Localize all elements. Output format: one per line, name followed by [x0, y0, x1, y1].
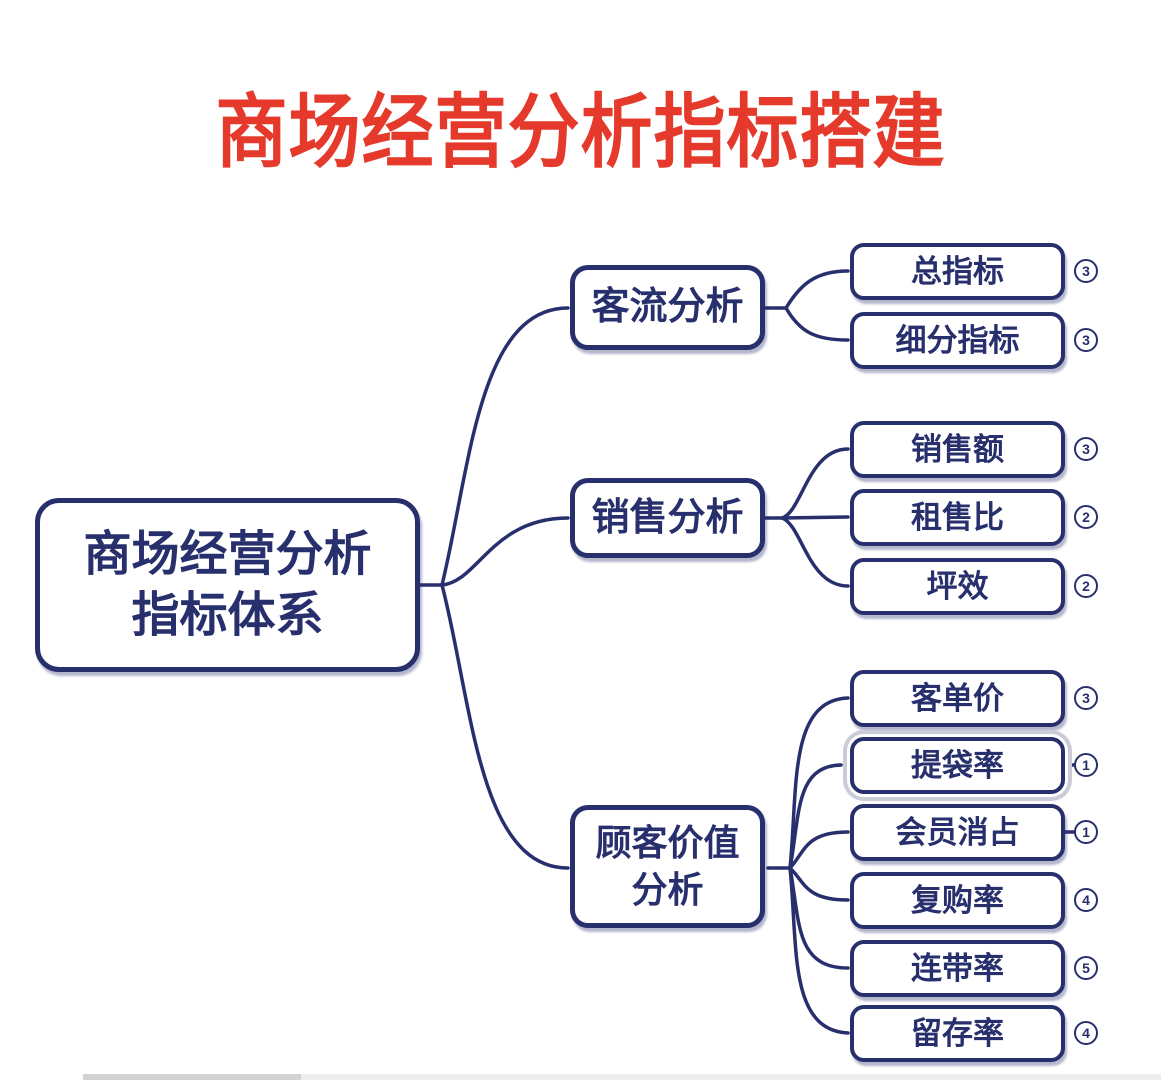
node-sales-analysis[interactable]: 销售分析 [570, 478, 765, 558]
node-overall-indicators[interactable]: 总指标 [850, 243, 1065, 300]
node-label-line: 顾客价值 [595, 822, 740, 864]
node-customer-value-analysis[interactable]: 顾客价值 分析 [570, 805, 765, 928]
connector-sales-floor [780, 516, 850, 588]
connector-traffic-detailed [784, 306, 850, 342]
badge-detailed-indicators-count[interactable]: 3 [1074, 328, 1098, 352]
connector-customer-member [788, 830, 850, 870]
connector-traffic-overall [784, 269, 850, 310]
badge-rent-sales-ratio-count[interactable]: 2 [1074, 505, 1098, 529]
node-label: 细分指标 [895, 322, 1020, 358]
page-title: 商场经营分析指标搭建 [215, 88, 946, 178]
node-label-line: 商场经营分析 [83, 527, 372, 581]
node-sales-amount[interactable]: 销售额 [850, 421, 1065, 478]
node-label: 留存率 [911, 1015, 1004, 1051]
badge-member-consumption-share-count[interactable]: 1 [1074, 820, 1098, 844]
node-label: 坪效 [926, 568, 989, 604]
connector-sales-rent [780, 515, 850, 520]
node-label: 销售分析 [591, 496, 744, 539]
node-root[interactable]: 商场经营分析 指标体系 [35, 498, 420, 672]
badge-sales-amount-count[interactable]: 3 [1074, 437, 1098, 461]
node-label: 销售额 [911, 431, 1004, 467]
node-label-line: 指标体系 [131, 589, 324, 642]
badge-overall-indicators-count[interactable]: 3 [1074, 259, 1098, 283]
node-label: 复购率 [911, 882, 1004, 918]
badge-attach-rate-count[interactable]: 5 [1074, 956, 1098, 980]
node-label: 总指标 [911, 253, 1004, 289]
connector-root-sales [440, 516, 570, 587]
node-retention-rate[interactable]: 留存率 [850, 1005, 1065, 1062]
connector-customer-repurchase [788, 866, 850, 902]
badge-floor-efficiency-count[interactable]: 2 [1074, 574, 1098, 598]
connector-root-traffic [440, 306, 570, 587]
badge-bag-rate-count[interactable]: 1 [1074, 753, 1098, 777]
node-rent-sales-ratio[interactable]: 租售比 [850, 489, 1065, 546]
node-label: 客流分析 [591, 286, 744, 329]
node-avg-transaction-value[interactable]: 客单价 [850, 670, 1065, 727]
connector-customer-bag [788, 763, 843, 870]
node-repurchase-rate[interactable]: 复购率 [850, 872, 1065, 929]
node-label: 客单价 [911, 680, 1004, 716]
video-progress-fill [83, 1074, 301, 1080]
node-label: 会员消占 [895, 814, 1020, 850]
connector-root-customer [440, 583, 570, 870]
node-detailed-indicators[interactable]: 细分指标 [850, 312, 1065, 369]
badge-avg-transaction-value-count[interactable]: 3 [1074, 686, 1098, 710]
node-floor-efficiency[interactable]: 坪效 [850, 558, 1065, 615]
video-progress-track[interactable] [83, 1074, 1161, 1080]
badge-retention-rate-count[interactable]: 4 [1074, 1021, 1098, 1045]
node-label: 连带率 [911, 950, 1004, 986]
node-label: 提袋率 [911, 747, 1004, 783]
node-attach-rate[interactable]: 连带率 [850, 940, 1065, 997]
node-label-line: 分析 [631, 868, 704, 910]
connector-customer-retention [788, 866, 850, 1035]
badge-repurchase-rate-count[interactable]: 4 [1074, 888, 1098, 912]
node-bag-rate[interactable]: 提袋率 [850, 737, 1065, 794]
node-member-consumption-share[interactable]: 会员消占 [850, 804, 1065, 861]
node-traffic-analysis[interactable]: 客流分析 [570, 265, 765, 350]
connector-customer-attach [788, 866, 850, 970]
node-label: 租售比 [911, 499, 1004, 535]
connector-customer-atv [788, 696, 850, 870]
connector-sales-amount [780, 447, 850, 520]
